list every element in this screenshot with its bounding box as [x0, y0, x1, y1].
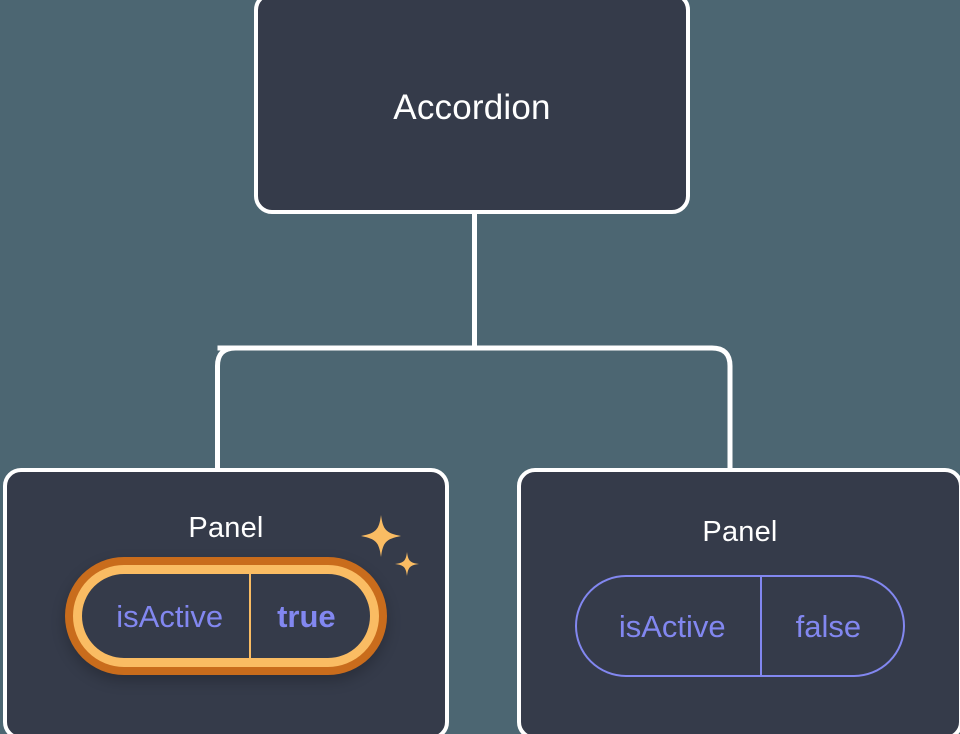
prop-pill-highlighted[interactable]: isActive true — [73, 565, 379, 667]
prop-pill-wrapper: isActive true — [73, 515, 419, 667]
node-title: Panel — [188, 512, 264, 544]
prop-value: true — [249, 574, 370, 658]
prop-value: false — [759, 577, 903, 675]
sparkle-small-icon — [394, 552, 419, 576]
prop-pill[interactable]: isActive false — [574, 575, 906, 677]
node-accordion[interactable]: Accordion — [254, 0, 690, 214]
prop-pill-wrapper: isActive false — [574, 575, 906, 677]
prop-key: isActive — [116, 598, 224, 634]
node-title: Accordion — [393, 87, 551, 127]
node-panel-inactive[interactable]: Panel isActive false — [517, 468, 960, 734]
node-title: Panel — [702, 516, 778, 548]
node-panel-active[interactable]: Panel isActive true — [3, 468, 449, 734]
prop-key: isActive — [618, 608, 726, 644]
sparkle-large-icon — [360, 515, 401, 557]
